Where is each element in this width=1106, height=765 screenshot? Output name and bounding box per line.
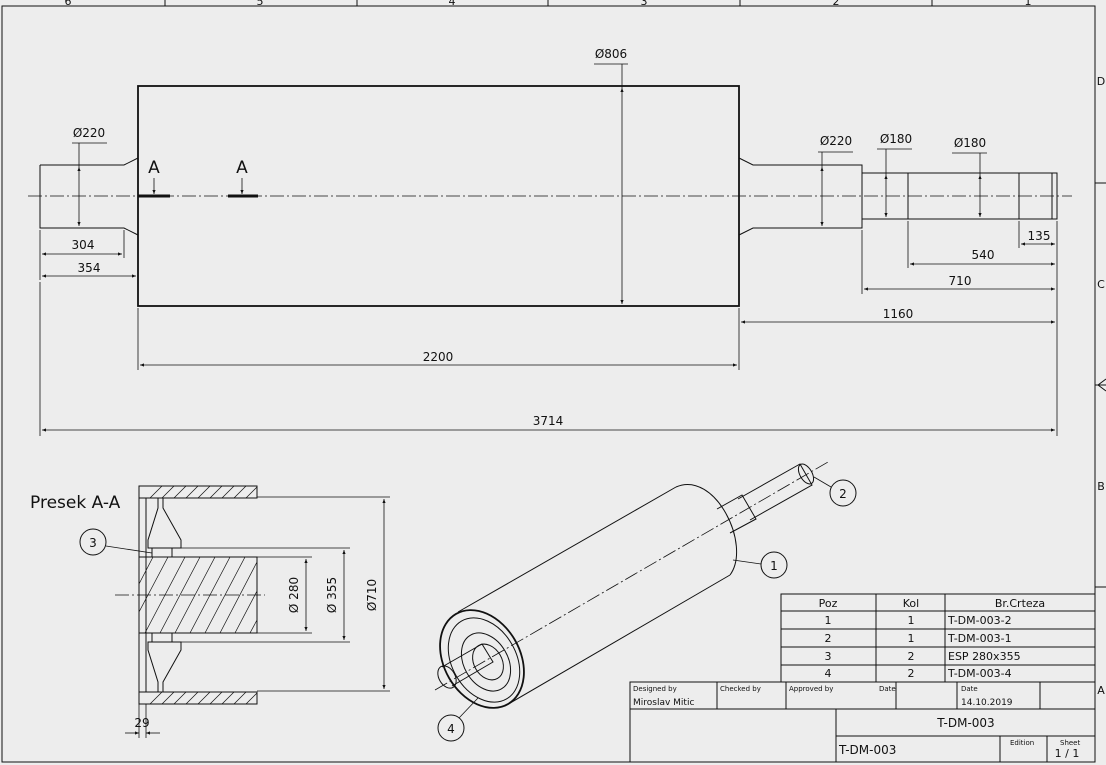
dim-d710: Ø710 — [365, 579, 379, 611]
dim-w29: 29 — [134, 716, 149, 730]
zone-right-4: A — [1097, 684, 1105, 697]
title-block: Designed by Miroslav Mitic Checked by Ap… — [629, 681, 1096, 763]
section-title: Presek A-A — [30, 493, 121, 513]
zone-top-4: 3 — [641, 0, 648, 8]
dim-d806: Ø806 — [595, 47, 627, 61]
dim-d180-b: Ø180 — [954, 136, 986, 150]
parts-r2-kol: 1 — [908, 632, 915, 645]
section-mark-left: A — [148, 158, 160, 178]
balloon-4: 4 — [447, 722, 455, 736]
dim-l3714: 3714 — [533, 414, 564, 428]
balloon-2: 2 — [839, 487, 847, 501]
zone-top-1: 6 — [65, 0, 72, 8]
dim-l354: 354 — [78, 261, 101, 275]
parts-r4-poz: 4 — [825, 667, 832, 680]
parts-r2-poz: 2 — [825, 632, 832, 645]
isometric-view: 1 2 4 — [434, 461, 857, 742]
zone-right-3: B — [1097, 480, 1105, 493]
dim-l135: 135 — [1028, 229, 1051, 243]
parts-r2-drw: T-DM-003-1 — [947, 632, 1012, 645]
designed-by-value: Miroslav Mitic — [633, 698, 694, 708]
parts-r3-drw: ESP 280x355 — [948, 650, 1021, 663]
dim-d180-a: Ø180 — [880, 132, 912, 146]
dim-d280: Ø 280 — [287, 577, 301, 613]
zone-top-3: 4 — [449, 0, 456, 8]
approved-by-label: Approved by — [789, 685, 833, 693]
checked-by-label: Checked by — [720, 685, 761, 693]
sheet-value: 1 / 1 — [1055, 747, 1080, 760]
dim-l540: 540 — [972, 248, 995, 262]
section-mark-right: A — [236, 158, 248, 178]
parts-header-poz: Poz — [819, 597, 838, 610]
parts-r3-poz: 3 — [825, 650, 832, 663]
balloon-3: 3 — [89, 536, 97, 550]
zone-labels-right: D C B A — [1097, 75, 1105, 697]
balloon-1: 1 — [770, 559, 778, 573]
designed-by-label: Designed by — [633, 685, 677, 693]
date-label-1: Date — [879, 685, 896, 693]
zone-right-2: C — [1097, 278, 1105, 291]
zone-top-5: 2 — [833, 0, 840, 8]
dim-l710: 710 — [949, 274, 972, 288]
dim-l1160: 1160 — [883, 307, 914, 321]
zone-right-1: D — [1097, 75, 1105, 88]
date-value: 14.10.2019 — [961, 698, 1013, 708]
main-view-roller: A A — [28, 85, 1072, 307]
parts-header-drawing: Br.Crteza — [995, 597, 1045, 610]
drawing-number: T-DM-003 — [838, 743, 896, 757]
parts-list: Poz Kol Br.Crteza 1 1 T-DM-003-2 2 1 T-D… — [780, 593, 1096, 683]
zone-top-2: 5 — [257, 0, 264, 8]
parts-r1-kol: 1 — [908, 614, 915, 627]
section-view: 3 — [79, 485, 265, 705]
parts-r4-kol: 2 — [908, 667, 915, 680]
edge-marker — [1097, 378, 1106, 392]
edition-label: Edition — [1010, 739, 1034, 747]
parts-r3-kol: 2 — [908, 650, 915, 663]
parts-r1-drw: T-DM-003-2 — [947, 614, 1012, 627]
parts-r1-poz: 1 — [825, 614, 832, 627]
date-label-2: Date — [961, 685, 978, 693]
section-dimensions: Ø 280 Ø 355 Ø710 29 — [125, 496, 390, 738]
sheet-label: Sheet — [1060, 739, 1080, 747]
drawing-title: T-DM-003 — [936, 716, 994, 730]
dim-l304: 304 — [72, 238, 95, 252]
dim-d220-right: Ø220 — [820, 134, 852, 148]
parts-header-kol: Kol — [903, 597, 919, 610]
parts-r4-drw: T-DM-003-4 — [947, 667, 1012, 680]
dim-d220-left: Ø220 — [73, 126, 105, 140]
zone-labels-top: 6 5 4 3 2 1 — [65, 0, 1032, 8]
dim-l2200: 2200 — [423, 350, 454, 364]
zone-top-6: 1 — [1025, 0, 1032, 8]
dim-d355: Ø 355 — [325, 577, 339, 613]
main-view-dimensions: Ø806 Ø220 Ø220 Ø180 Ø180 304 354 135 — [39, 47, 1058, 436]
